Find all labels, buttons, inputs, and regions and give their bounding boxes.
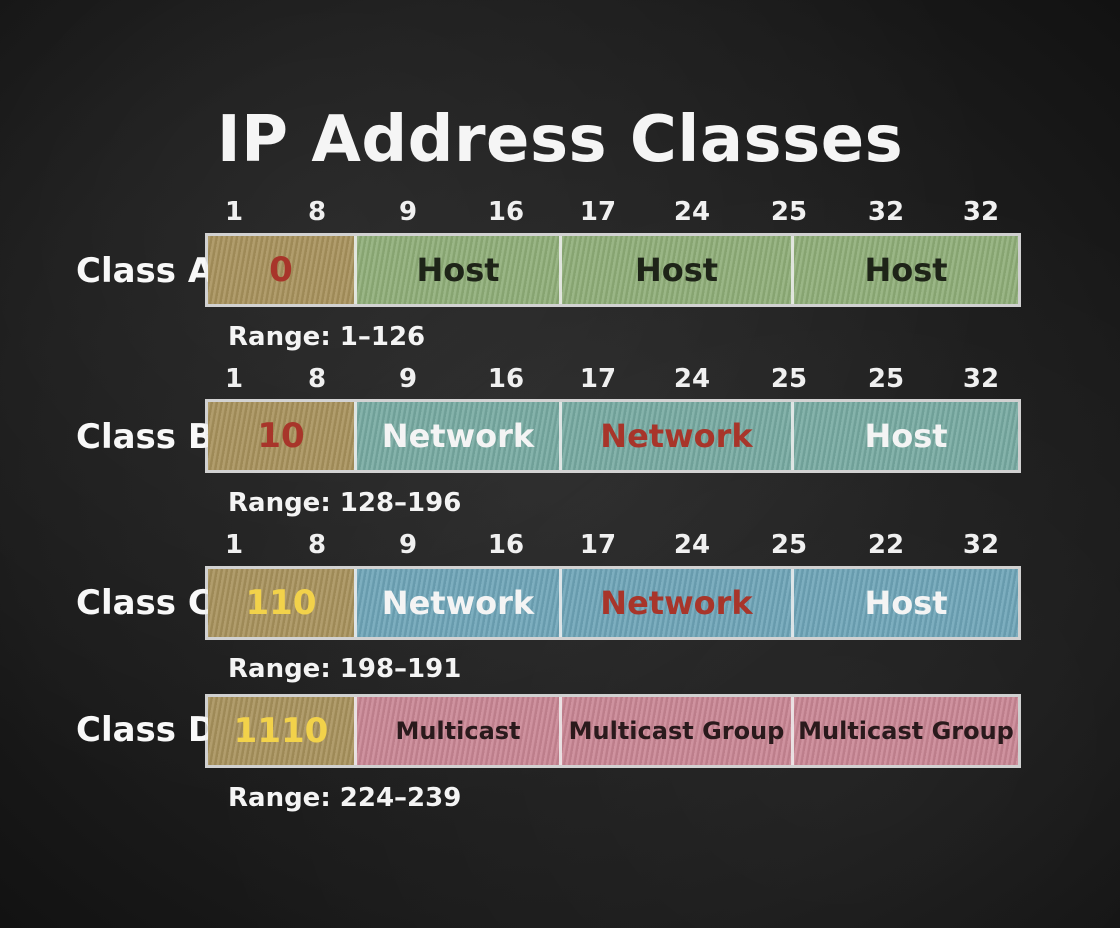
class-c-range: Range: 198–191 bbox=[228, 654, 462, 684]
class-b-segment-2: Network bbox=[559, 402, 791, 470]
bit-number: 17 bbox=[579, 197, 617, 227]
class-b-leading-bits: 10 bbox=[208, 402, 354, 470]
bit-number: 25 bbox=[770, 530, 808, 560]
class-d-leading-bits: 1110 bbox=[208, 697, 354, 765]
class-c-segment-2: Network bbox=[559, 569, 791, 637]
bit-number: 16 bbox=[487, 197, 525, 227]
bit-number: 8 bbox=[307, 364, 327, 394]
bit-number: 25 bbox=[770, 197, 808, 227]
bit-number: 24 bbox=[673, 364, 711, 394]
class-b-segment-3: Host bbox=[791, 402, 1018, 470]
bit-numbers-class-c: 1 8 9 16 17 24 25 22 32 bbox=[205, 530, 1021, 560]
bit-number: 25 bbox=[770, 364, 808, 394]
bit-number: 32 bbox=[962, 530, 1000, 560]
bit-numbers-class-a: 1 8 9 16 17 24 25 32 32 bbox=[205, 197, 1021, 227]
bit-number: 16 bbox=[487, 530, 525, 560]
bit-number: 9 bbox=[398, 530, 418, 560]
class-c-leading-bits: 110 bbox=[208, 569, 354, 637]
bit-number: 22 bbox=[867, 530, 905, 560]
bit-number: 8 bbox=[307, 530, 327, 560]
class-b-range: Range: 128–196 bbox=[228, 488, 462, 518]
class-b-bar: 10 Network Network Host bbox=[205, 399, 1021, 473]
bit-number: 24 bbox=[673, 197, 711, 227]
class-c-segment-1: Network bbox=[354, 569, 559, 637]
class-d-segment-2: Multicast Group bbox=[559, 697, 791, 765]
class-a-label: Class A bbox=[76, 251, 215, 291]
page-title: IP Address Classes bbox=[216, 103, 904, 177]
class-d-segment-3: Multicast Group bbox=[791, 697, 1018, 765]
class-c-label: Class C bbox=[76, 583, 213, 623]
class-d-range: Range: 224–239 bbox=[228, 783, 462, 813]
bit-number: 9 bbox=[398, 364, 418, 394]
bit-number: 9 bbox=[398, 197, 418, 227]
bit-numbers-class-b: 1 8 9 16 17 24 25 25 32 bbox=[205, 364, 1021, 394]
bit-number: 16 bbox=[487, 364, 525, 394]
class-a-segment-2: Host bbox=[559, 236, 791, 304]
bit-number: 25 bbox=[867, 364, 905, 394]
bit-number: 32 bbox=[962, 364, 1000, 394]
bit-number: 32 bbox=[962, 197, 1000, 227]
class-c-bar: 110 Network Network Host bbox=[205, 566, 1021, 640]
class-c-segment-3: Host bbox=[791, 569, 1018, 637]
bit-number: 17 bbox=[579, 364, 617, 394]
class-a-segment-1: Host bbox=[354, 236, 559, 304]
bit-number: 32 bbox=[867, 197, 905, 227]
class-a-bar: 0 Host Host Host bbox=[205, 233, 1021, 307]
bit-number: 1 bbox=[224, 530, 244, 560]
bit-number: 1 bbox=[224, 364, 244, 394]
class-b-segment-1: Network bbox=[354, 402, 559, 470]
class-a-range: Range: 1–126 bbox=[228, 322, 426, 352]
class-a-leading-bits: 0 bbox=[208, 236, 354, 304]
bit-number: 24 bbox=[673, 530, 711, 560]
bit-number: 1 bbox=[224, 197, 244, 227]
class-a-segment-3: Host bbox=[791, 236, 1018, 304]
bit-number: 17 bbox=[579, 530, 617, 560]
bit-number: 8 bbox=[307, 197, 327, 227]
class-d-bar: 1110 Multicast Multicast Group Multicast… bbox=[205, 694, 1021, 768]
class-d-segment-1: Multicast bbox=[354, 697, 559, 765]
class-b-label: Class B bbox=[76, 417, 214, 457]
class-d-label: Class D bbox=[76, 710, 217, 750]
